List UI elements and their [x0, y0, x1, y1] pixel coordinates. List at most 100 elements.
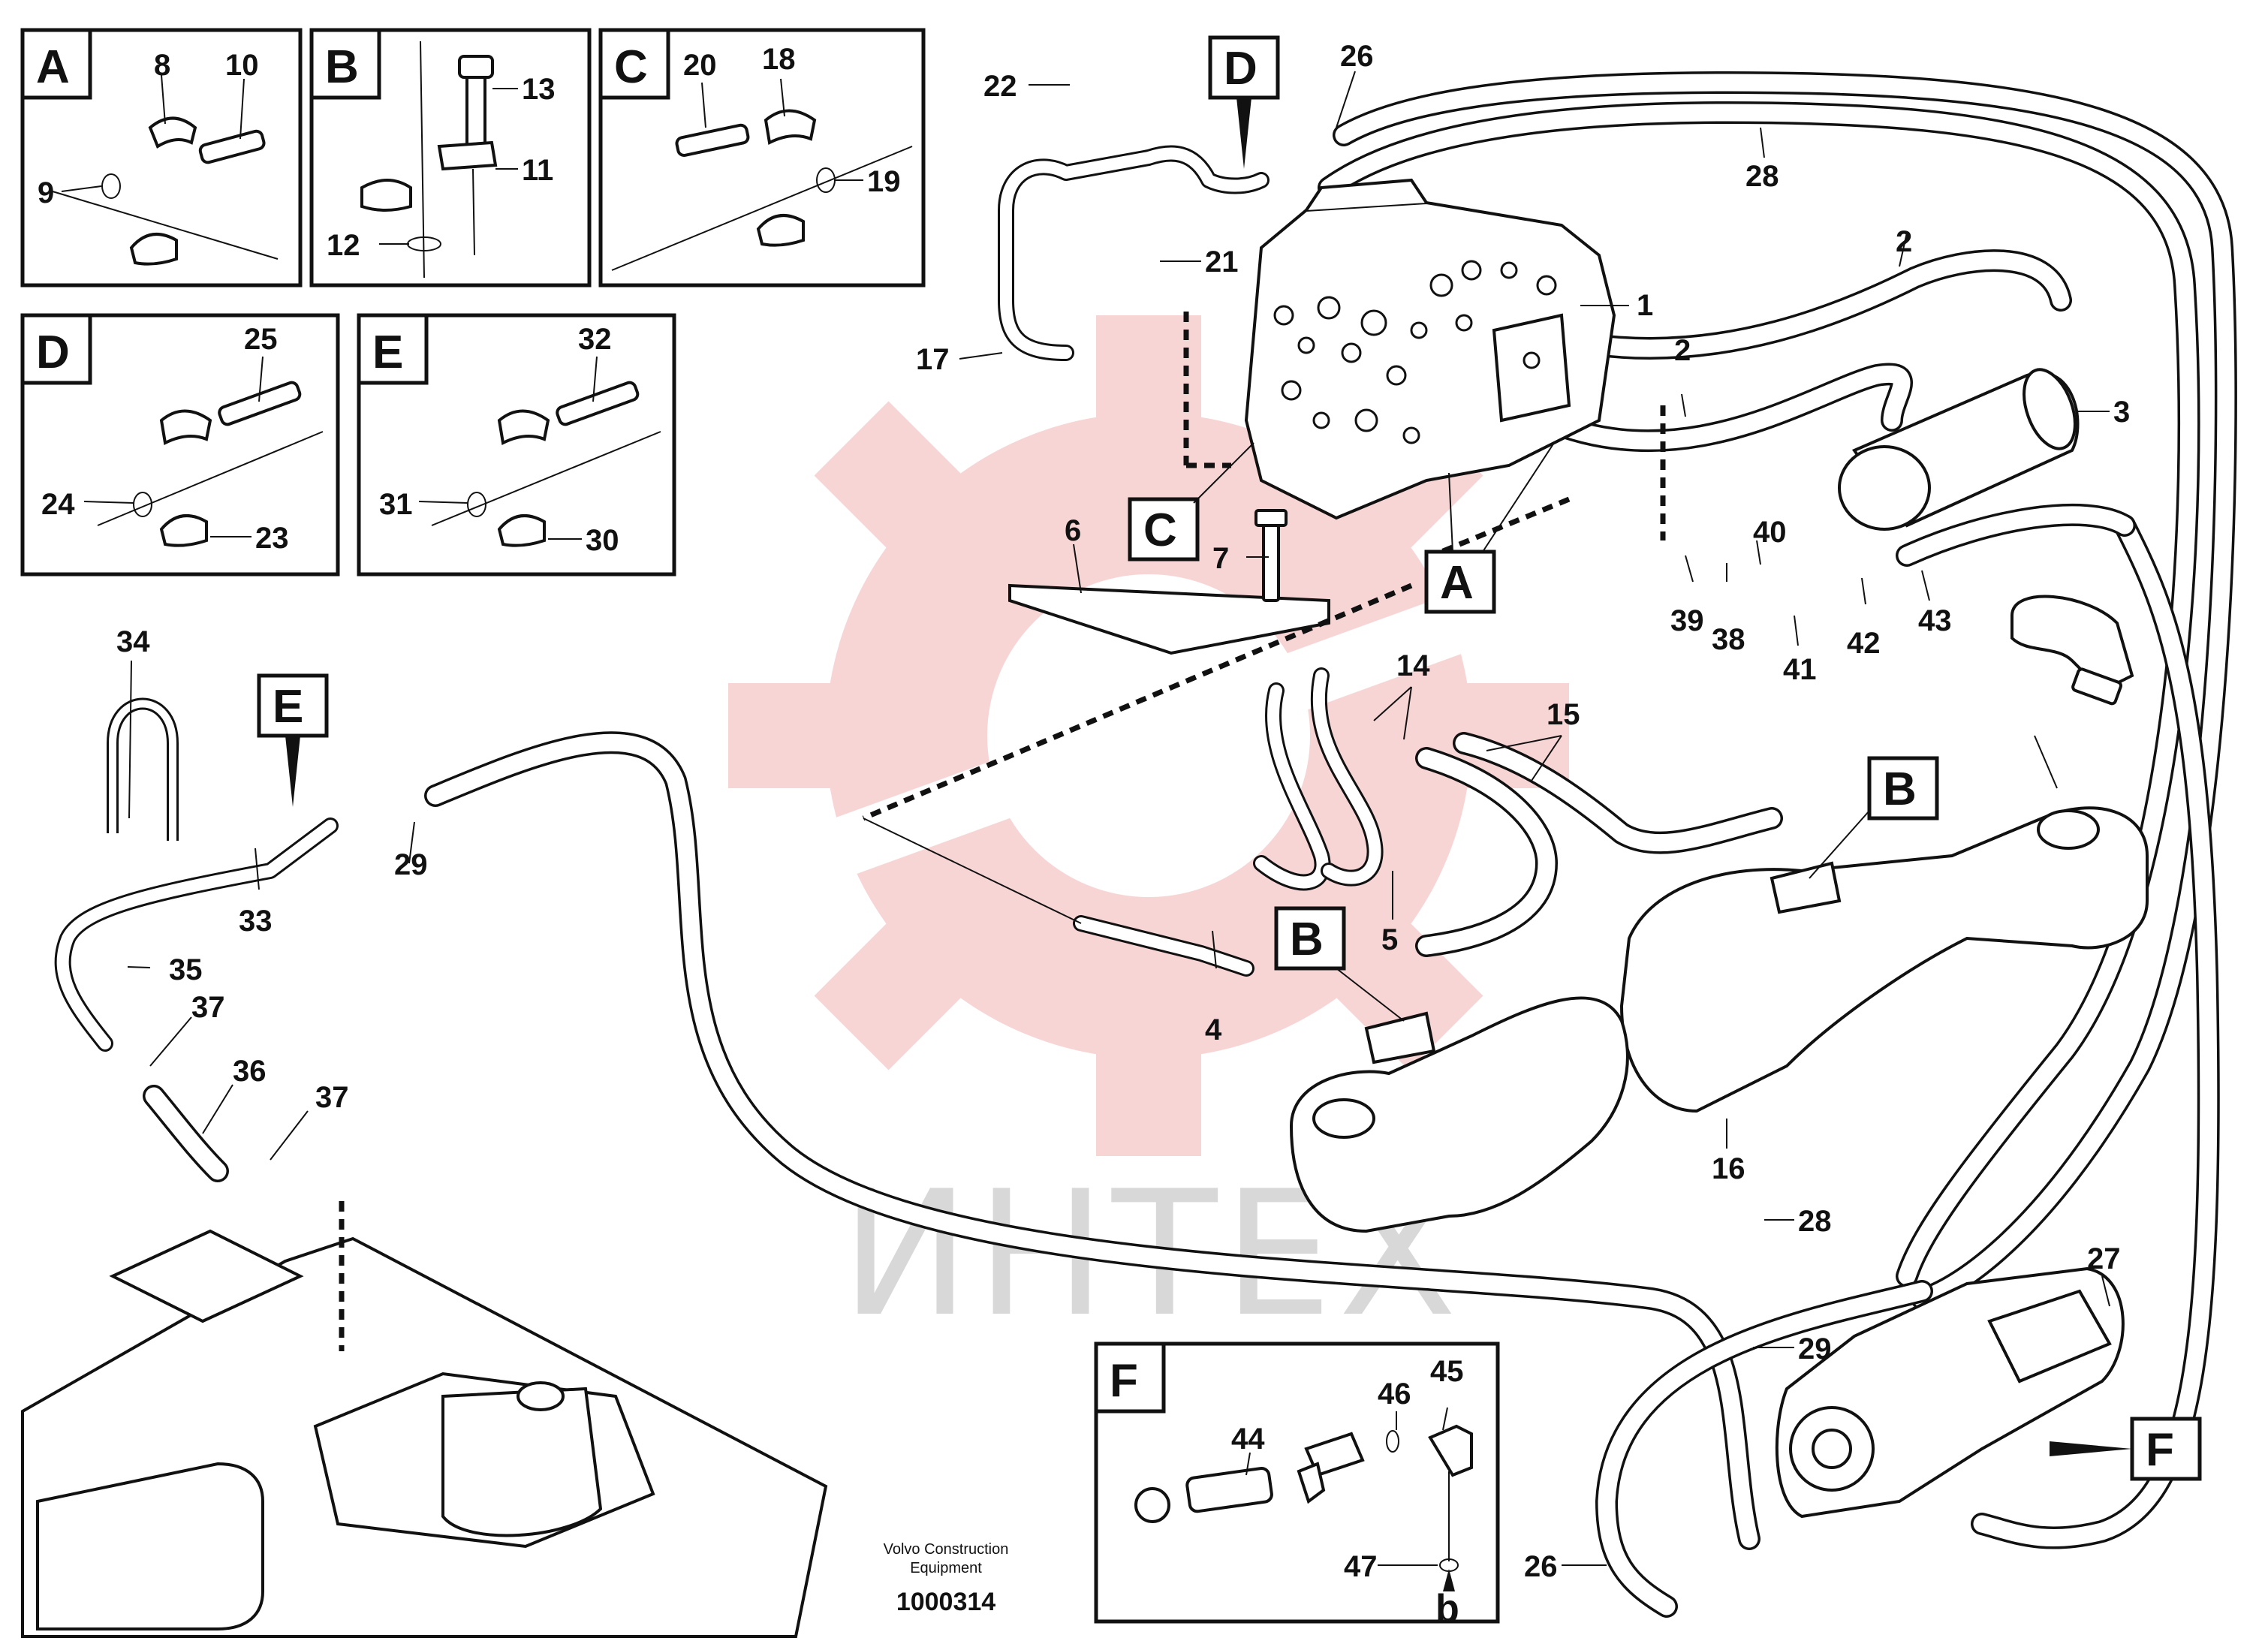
part-label-8: 8 — [154, 49, 170, 82]
part-label-45: 45 — [1430, 1355, 1464, 1388]
part-label-3: 3 — [2113, 396, 2130, 429]
steering-cylinder-left — [1289, 996, 1629, 1233]
part-label-10: 10 — [225, 49, 259, 82]
detail-box-d: D 25 24 23 — [20, 313, 340, 577]
hose-clamp — [2010, 595, 2134, 706]
footer-credit: Volvo Construction Equipment 1000314 — [884, 1541, 1009, 1616]
part-label-18: 18 — [762, 43, 796, 76]
part-label-2: 2 — [1674, 334, 1691, 367]
part-label-35: 35 — [169, 953, 203, 986]
part-label-37: 37 — [191, 991, 225, 1024]
watermark-logo — [728, 315, 1569, 1156]
part-label-40: 40 — [1753, 516, 1787, 549]
part-labels: 1 2 2 3 4 5 6 7 14 15 16 17 21 22 26 26 … — [116, 40, 2130, 1583]
callout-e: E — [257, 673, 329, 807]
detail-box-f: F 44 46 45 47 b — [1094, 1341, 1500, 1630]
detail-letter-d: D — [36, 327, 70, 378]
part-label-14: 14 — [1396, 649, 1430, 682]
part-label-29: 29 — [1798, 1332, 1832, 1365]
callout-f: F — [2050, 1417, 2202, 1481]
part-label-38: 38 — [1712, 623, 1745, 656]
callout-d: D — [1208, 35, 1280, 169]
part-label-43: 43 — [1918, 604, 1952, 637]
part-label-46: 46 — [1378, 1378, 1411, 1411]
part-label-28: 28 — [1745, 160, 1779, 193]
part-label-24: 24 — [41, 488, 75, 521]
part-label-29: 29 — [394, 848, 428, 881]
part-label-2: 2 — [1896, 225, 1912, 258]
part-label-30: 30 — [586, 524, 619, 557]
u-bolt-34 — [107, 697, 179, 841]
part-label-26: 26 — [1340, 40, 1374, 73]
part-label-16: 16 — [1712, 1152, 1745, 1185]
company-line-2: Equipment — [910, 1560, 982, 1576]
callout-b-left: B — [1274, 906, 1405, 1022]
direction-label-b: b — [1435, 1587, 1459, 1630]
part-label-25: 25 — [244, 323, 278, 356]
part-label-7: 7 — [1212, 542, 1229, 575]
svg-text:E: E — [273, 681, 303, 733]
leader-lines — [127, 71, 2110, 1566]
part-label-17: 17 — [916, 343, 950, 376]
part-label-36: 36 — [233, 1055, 267, 1088]
detail-letter-a: A — [36, 41, 70, 93]
callout-c: C — [1128, 442, 1254, 562]
detail-letter-e: E — [372, 327, 403, 378]
detail-letter-b: B — [325, 41, 359, 93]
detail-box-e: E 32 31 30 — [357, 313, 676, 577]
part-label-37: 37 — [315, 1081, 349, 1114]
part-label-26: 26 — [1524, 1550, 1558, 1583]
detail-box-b: B 13 11 12 — [309, 28, 592, 288]
part-label-4: 4 — [1205, 1013, 1222, 1046]
part-label-13: 13 — [522, 73, 556, 106]
dashed-connections — [339, 312, 1666, 1351]
part-label-27: 27 — [2087, 1242, 2121, 1275]
part-label-5: 5 — [1381, 923, 1398, 956]
svg-text:A: A — [1440, 557, 1474, 609]
part-label-42: 42 — [1847, 627, 1881, 660]
svg-text:C: C — [1143, 504, 1177, 556]
detail-box-a: A 8 10 9 — [20, 28, 303, 288]
part-label-41: 41 — [1783, 653, 1817, 686]
part-label-11: 11 — [522, 154, 553, 187]
mounting-plate — [1008, 509, 1330, 655]
part-label-9: 9 — [38, 176, 54, 209]
document-number: 1000314 — [896, 1588, 995, 1616]
part-label-33: 33 — [239, 905, 273, 938]
svg-text:B: B — [1290, 914, 1324, 965]
part-label-1: 1 — [1637, 289, 1653, 322]
hydraulic-pump — [1775, 1266, 2125, 1519]
u-bolt-21 — [1074, 180, 1160, 299]
company-line-1: Volvo Construction — [884, 1541, 1009, 1558]
part-label-39: 39 — [1670, 604, 1704, 637]
part-label-6: 6 — [1065, 514, 1081, 547]
control-valve — [1244, 178, 1616, 520]
part-label-34: 34 — [116, 625, 150, 658]
svg-text:F: F — [2146, 1424, 2174, 1476]
detail-letter-f: F — [1110, 1355, 1138, 1407]
part-label-19: 19 — [867, 165, 901, 198]
part-label-21: 21 — [1205, 245, 1239, 279]
part-label-20: 20 — [683, 49, 717, 82]
steering-cylinder-right — [1619, 806, 2149, 1113]
part-label-23: 23 — [255, 522, 289, 555]
callout-b-right: B — [1809, 756, 1939, 879]
hydraulic-tank — [21, 1229, 828, 1638]
hose-runs — [54, 71, 2237, 1618]
part-label-12: 12 — [327, 229, 360, 262]
part-label-44: 44 — [1231, 1423, 1265, 1456]
part-label-15: 15 — [1547, 698, 1580, 731]
part-label-31: 31 — [379, 488, 413, 521]
detail-box-c: C 20 18 19 — [598, 28, 926, 288]
part-label-47: 47 — [1344, 1550, 1378, 1583]
callout-a: A — [1424, 442, 1555, 614]
svg-text:D: D — [1224, 43, 1257, 95]
part-label-32: 32 — [578, 323, 612, 356]
part-label-22: 22 — [983, 70, 1017, 103]
accumulator — [1838, 368, 2080, 531]
svg-text:B: B — [1883, 763, 1917, 815]
detail-letter-c: C — [614, 41, 648, 93]
part-label-28: 28 — [1798, 1205, 1832, 1238]
